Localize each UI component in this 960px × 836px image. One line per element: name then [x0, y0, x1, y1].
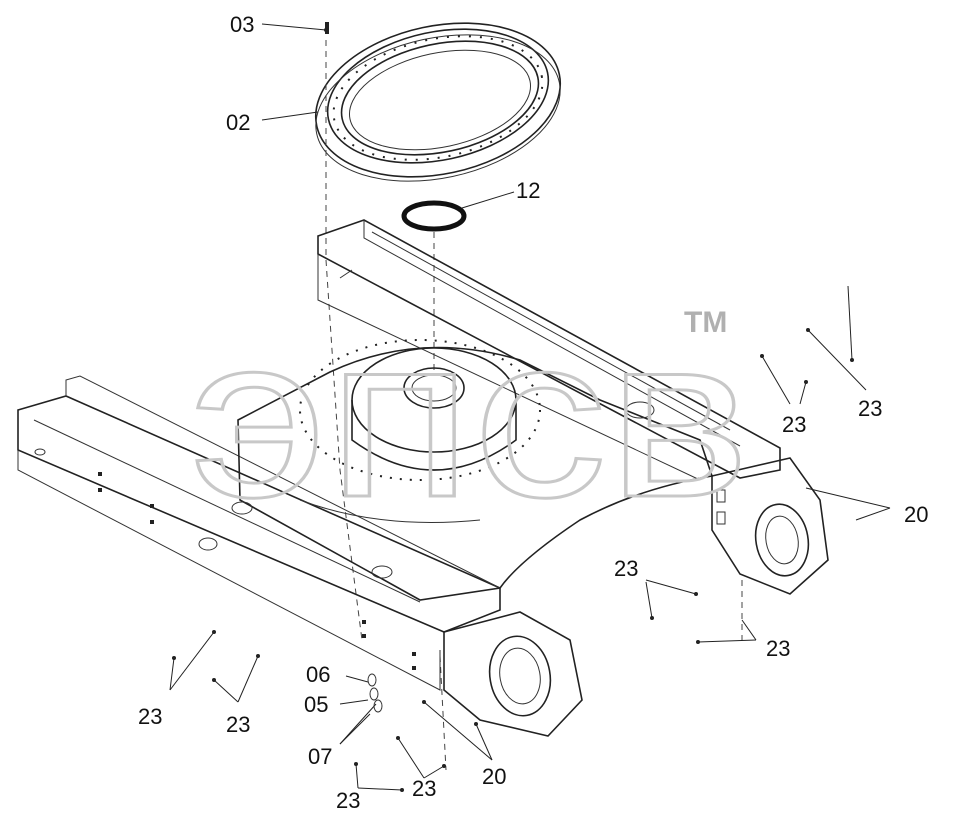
swing-bearing-ring	[314, 22, 562, 182]
track-frame	[17, 219, 829, 737]
watermark-text: эпсв	[190, 288, 750, 545]
leader-lines	[169, 23, 891, 791]
callout-23-bottom-b: 23	[412, 776, 436, 801]
callout-20-right: 20	[904, 502, 928, 527]
callout-20-bottom: 20	[482, 764, 506, 789]
callout-12: 12	[516, 178, 540, 203]
callout-23-left-b: 23	[226, 712, 250, 737]
seal-ring-12	[401, 200, 467, 232]
callout-07: 07	[308, 744, 332, 769]
assembly-line-left	[325, 40, 363, 641]
callout-02: 02	[226, 110, 250, 135]
callout-23-left-a: 23	[138, 704, 162, 729]
callout-23-mid-a: 23	[614, 556, 638, 581]
callout-labels: 03 02 12 23 23 20 23 23 06 05 07 23 23 2…	[138, 12, 928, 813]
callout-23-right-a: 23	[858, 396, 882, 421]
bolt-markers	[98, 472, 416, 670]
assembly-line-bottom	[439, 655, 447, 771]
callout-23-bottom-a: 23	[336, 788, 360, 813]
bolt-03	[325, 22, 329, 34]
callout-03: 03	[230, 12, 254, 37]
callout-23-mid-b: 23	[766, 636, 790, 661]
watermark: эпсв TM	[189, 287, 752, 547]
watermark-trademark: TM	[684, 306, 727, 339]
leader-dots	[172, 28, 854, 792]
callout-23-right-b: 23	[782, 412, 806, 437]
callout-05: 05	[304, 692, 328, 717]
washer-set	[367, 673, 383, 713]
callout-06: 06	[306, 662, 330, 687]
